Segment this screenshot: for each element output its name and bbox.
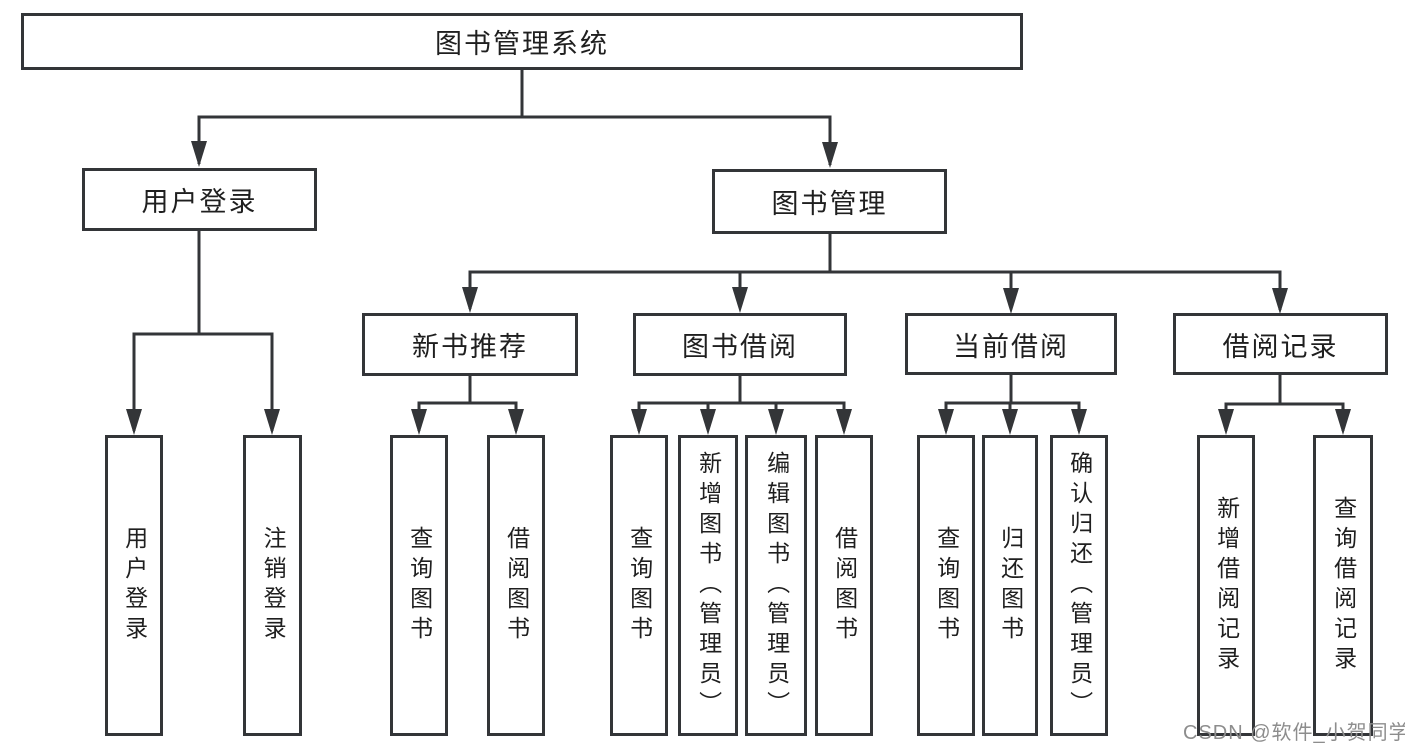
arrow-down-icon <box>700 409 716 435</box>
node-borrow-records: 借阅记录 <box>1173 313 1388 375</box>
arrow-down-icon <box>1002 409 1018 435</box>
leaf-logout: 注销登录 <box>243 435 302 736</box>
arrow-down-icon <box>264 409 280 435</box>
leaf-label: 注销登录 <box>260 525 287 646</box>
leaf-query-books-recommend: 查询图书 <box>390 435 448 736</box>
leaf-query-books-borrow: 查询图书 <box>610 435 668 736</box>
arrow-down-icon <box>768 409 784 435</box>
arrow-down-icon <box>836 409 852 435</box>
leaf-add-borrow-record: 新增借阅记录 <box>1197 435 1255 736</box>
arrow-down-icon <box>1071 409 1087 435</box>
node-user-login: 用户登录 <box>82 168 317 231</box>
leaf-label: 查询图书 <box>933 525 960 646</box>
arrow-down-icon <box>631 409 647 435</box>
arrow-down-icon <box>822 142 838 168</box>
arrow-down-icon <box>1335 409 1351 435</box>
arrow-down-icon <box>938 409 954 435</box>
csdn-watermark: CSDN @软件_小贺同学 <box>1183 722 1405 744</box>
leaf-label: 查询图书 <box>626 525 653 646</box>
arrow-down-icon <box>508 409 524 435</box>
leaf-label: 新增借阅记录 <box>1213 495 1240 676</box>
arrow-down-icon <box>732 287 748 313</box>
leaf-label: 用户登录 <box>121 525 148 646</box>
leaf-query-borrow-record: 查询借阅记录 <box>1313 435 1373 736</box>
arrow-down-icon <box>1218 409 1234 435</box>
leaf-label: 借阅图书 <box>831 525 858 646</box>
arrow-down-icon <box>411 409 427 435</box>
arrow-down-icon <box>1272 288 1288 314</box>
node-book-management: 图书管理 <box>712 169 947 234</box>
leaf-add-book-admin: 新增图书（管理员） <box>678 435 738 736</box>
leaf-label: 归还图书 <box>997 525 1024 646</box>
leaf-return-book: 归还图书 <box>982 435 1038 736</box>
edge-book-borrow-to-leaves <box>637 376 846 431</box>
node-new-book-recommend: 新书推荐 <box>362 313 578 376</box>
leaf-borrow-books: 借阅图书 <box>815 435 873 736</box>
arrow-down-icon <box>462 287 478 313</box>
node-root-library-system: 图书管理系统 <box>21 13 1023 70</box>
edge-book-management-to-level3 <box>468 234 1282 310</box>
leaf-query-books-current: 查询图书 <box>917 435 975 736</box>
leaf-label: 编辑图书（管理员） <box>763 450 790 721</box>
node-current-borrow: 当前借阅 <box>905 313 1117 375</box>
edge-borrow-records-to-leaves <box>1224 375 1345 431</box>
edge-root-to-level2 <box>197 70 832 165</box>
leaf-confirm-return-admin: 确认归还（管理员） <box>1050 435 1108 736</box>
node-book-borrow: 图书借阅 <box>633 313 847 376</box>
arrow-down-icon <box>191 141 207 167</box>
leaf-edit-book-admin: 编辑图书（管理员） <box>745 435 807 736</box>
leaf-borrow-books-recommend: 借阅图书 <box>487 435 545 736</box>
arrow-down-icon <box>126 409 142 435</box>
leaf-user-login: 用户登录 <box>105 435 163 736</box>
leaf-label: 确认归还（管理员） <box>1066 450 1093 721</box>
edge-user-login-to-leaves <box>132 231 274 431</box>
leaf-label: 查询图书 <box>406 525 433 646</box>
leaf-label: 新增图书（管理员） <box>695 450 722 721</box>
edge-new-book-recommend-to-leaves <box>417 376 518 431</box>
leaf-label: 借阅图书 <box>503 525 530 646</box>
arrow-down-icon <box>1003 288 1019 314</box>
leaf-label: 查询借阅记录 <box>1330 495 1357 676</box>
